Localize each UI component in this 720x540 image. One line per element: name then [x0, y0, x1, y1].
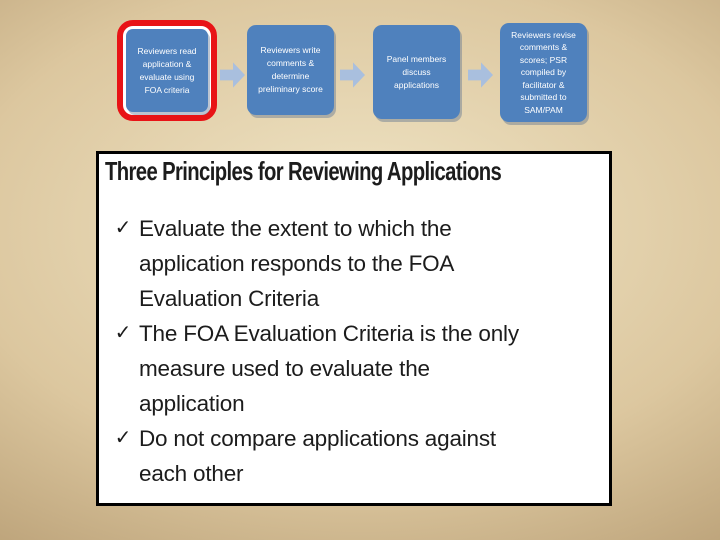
flow-step-line: comments &: [519, 42, 568, 53]
bullet-text: Evaluate the extent to which the applica…: [139, 211, 603, 316]
flow-step-line: application &: [142, 58, 192, 69]
checkmark-icon: ✓: [114, 427, 132, 449]
bullet-item: ✓ Do not compare applications against ea…: [107, 421, 603, 491]
flow-arrow-icon: [468, 62, 493, 88]
flow-step-line: Reviewers write: [260, 45, 321, 55]
flow-step-line: preliminary score: [258, 84, 323, 94]
flow-step-line: Reviewers read: [137, 45, 197, 56]
bullet-line: Evaluate the extent to which the: [139, 216, 452, 241]
bullet-line: each other: [139, 461, 244, 486]
flow-step-highlight-border: Reviewers read application & evaluate us…: [117, 20, 217, 121]
flow-step-line: compiled by: [520, 67, 567, 78]
checkmark-icon: ✓: [114, 217, 132, 239]
flow-step-1-label: Reviewers read application & evaluate us…: [137, 45, 196, 97]
flow-step-1: Reviewers read application & evaluate us…: [126, 29, 208, 112]
bullet-line: application: [139, 391, 245, 416]
flow-step-line: determine: [271, 71, 310, 81]
flow-step-3: Panel members discuss applications: [373, 25, 460, 119]
flow-arrow-icon: [340, 62, 365, 88]
flow-step-line: discuss: [402, 66, 431, 77]
flow-step-line: scores; PSR: [519, 54, 568, 65]
flow-step-line: FOA criteria: [144, 84, 190, 95]
bullet-line: Evaluation Criteria: [139, 286, 320, 311]
flow-step-line: applications: [394, 79, 439, 90]
flow-step-3-label: Panel members discuss applications: [387, 53, 447, 92]
flow-step-2-label: Reviewers write comments & determine pre…: [258, 44, 323, 96]
flow-step-line: comments &: [266, 58, 315, 68]
bullet-line: measure used to evaluate the: [139, 356, 430, 381]
flow-arrow-icon: [220, 62, 245, 88]
principles-panel: Three Principles for Reviewing Applicati…: [96, 151, 612, 506]
flow-step-line: submitted to: [520, 92, 567, 103]
flow-step-line: Reviewers revise: [511, 29, 576, 40]
flow-step-line: SAM/PAM: [524, 104, 563, 115]
bullet-line: application responds to the FOA: [139, 251, 455, 276]
flow-step-2: Reviewers write comments & determine pre…: [247, 25, 334, 115]
flow-step-line: evaluate using: [139, 71, 195, 82]
panel-title: Three Principles for Reviewing Applicati…: [105, 156, 502, 186]
flow-step-4-label: Reviewers revise comments & scores; PSR …: [511, 29, 576, 117]
bullet-line: Do not compare applications against: [139, 426, 496, 451]
bullet-text: Do not compare applications against each…: [139, 421, 603, 491]
flow-step-line: facilitator &: [522, 79, 565, 90]
bullet-item: ✓ Evaluate the extent to which the appli…: [107, 211, 603, 316]
bullet-item: ✓ The FOA Evaluation Criteria is the onl…: [107, 316, 603, 421]
checkmark-icon: ✓: [114, 322, 132, 344]
flow-step-4: Reviewers revise comments & scores; PSR …: [500, 23, 587, 122]
bullet-text: The FOA Evaluation Criteria is the only …: [139, 316, 603, 421]
bullet-list: ✓ Evaluate the extent to which the appli…: [107, 211, 603, 491]
flow-step-line: Panel members: [386, 53, 447, 64]
bullet-line: The FOA Evaluation Criteria is the only: [139, 321, 519, 346]
